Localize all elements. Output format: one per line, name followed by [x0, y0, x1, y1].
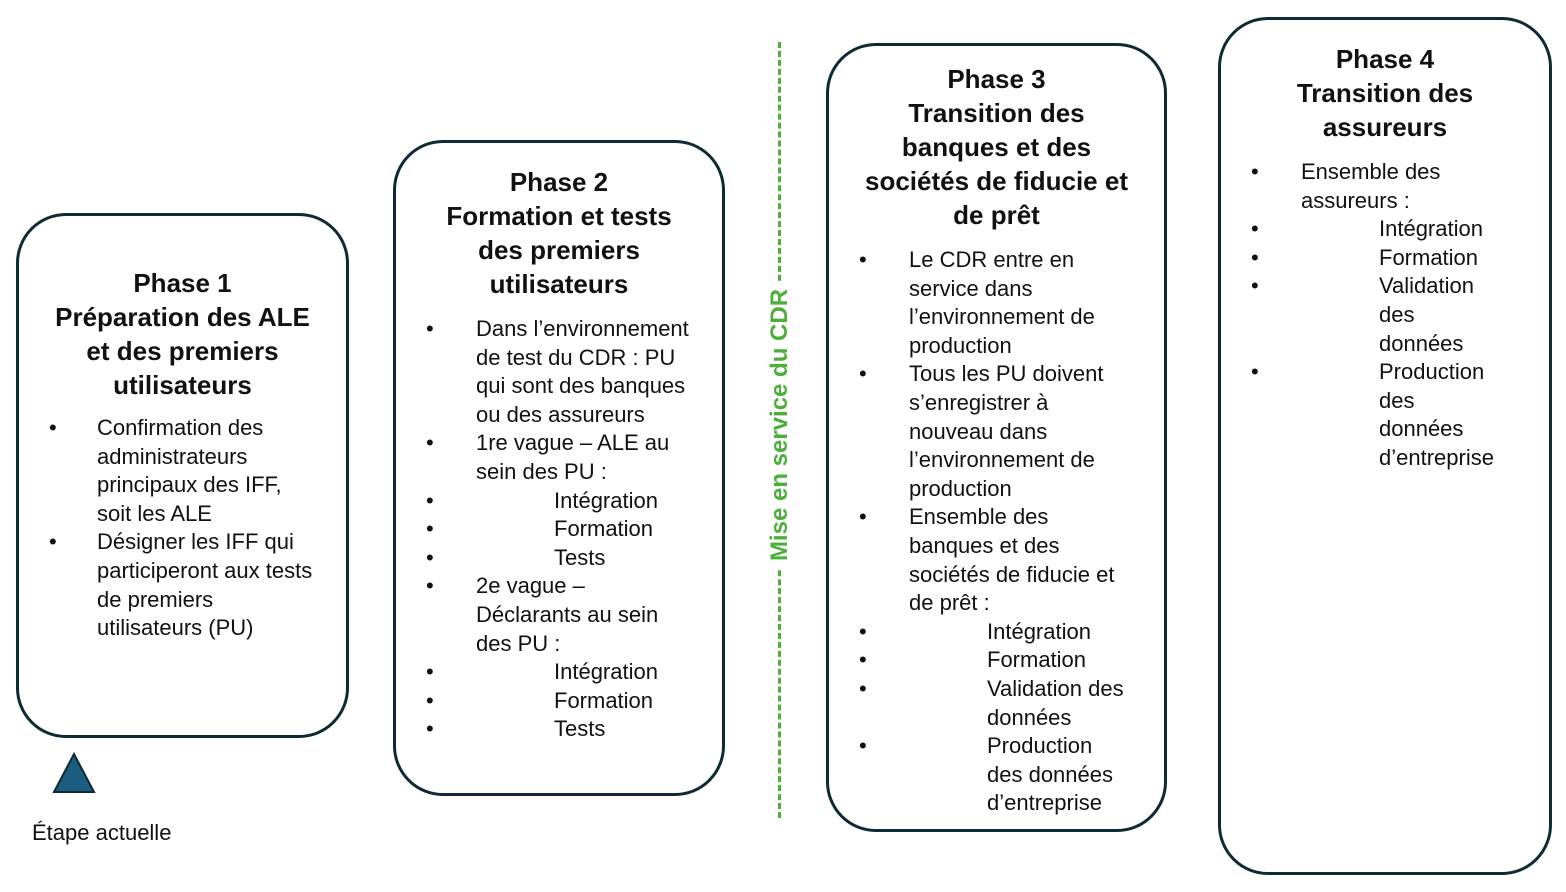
sub-list-item: Validation des données — [829, 675, 1138, 732]
list-item-text: 1re vague – ALE au sein des PU : — [476, 430, 670, 484]
phase-2-title-line: Phase 2 — [509, 167, 609, 197]
phase-3-title: Phase 3 Transition des banques et des so… — [829, 62, 1164, 232]
list-item: Le CDR entre en service dans l’environne… — [829, 246, 1138, 360]
phase-4-list: Ensemble des assureurs : Intégration For… — [1221, 158, 1549, 473]
sub-list-item: Production des données d’entreprise — [1221, 358, 1529, 472]
phase-1-title-line: et des premiers — [86, 336, 279, 366]
sub-list-item: Intégration — [396, 658, 692, 687]
sub-list-item: Intégration — [829, 618, 1138, 647]
list-item: Dans l’environnement de test du CDR : PU… — [396, 315, 692, 429]
phase-2-title-line: utilisateurs — [489, 269, 629, 299]
phase-4-title-line: assureurs — [1322, 112, 1448, 142]
phase-2-title: Phase 2 Formation et tests des premiers … — [396, 165, 722, 301]
list-item: Désigner les IFF qui participeront aux t… — [19, 528, 316, 642]
phase-2-list: Dans l’environnement de test du CDR : PU… — [396, 315, 722, 744]
triangle-marker-icon — [52, 752, 96, 793]
sub-list-item: Intégration — [1221, 215, 1529, 244]
list-item: Ensemble des assureurs : Intégration For… — [1221, 158, 1494, 473]
sub-list-item: Tests — [396, 544, 692, 573]
sub-list: Intégration Formation Tests — [396, 658, 692, 744]
phase-1-list: Confirmation des administrateurs princip… — [19, 414, 346, 643]
phase-1-title: Phase 1 Préparation des ALE et des premi… — [19, 266, 346, 402]
phase-2-title-line: des premiers — [478, 235, 640, 265]
phase-3-title-line: de prêt — [953, 200, 1040, 230]
sub-list: Intégration Formation Validation des don… — [829, 618, 1138, 818]
list-item-text: Ensemble des assureurs : — [1301, 159, 1441, 213]
sub-list-item: Tests — [396, 715, 692, 744]
phase-1-title-line: Phase 1 — [133, 268, 232, 298]
list-item: Tous les PU doivent s’enregistrer à nouv… — [829, 360, 1138, 503]
phase-4-title-line: Phase 4 — [1335, 44, 1435, 74]
list-item-text: Ensemble des banques et des sociétés de … — [909, 504, 1115, 616]
phase-4-title-line: Transition des — [1296, 78, 1474, 108]
phase-1-title-line: utilisateurs — [113, 370, 252, 400]
phase-3-box: Phase 3 Transition des banques et des so… — [826, 43, 1167, 832]
sub-list-item: Formation — [396, 687, 692, 716]
list-item: 2e vague – Déclarants au sein des PU : I… — [396, 572, 692, 744]
sub-list-item: Formation — [396, 515, 692, 544]
sub-list-item: Formation — [1221, 244, 1529, 273]
phase-3-title-line: Phase 3 — [947, 64, 1046, 94]
phase-3-title-line: sociétés de fiducie et — [865, 166, 1128, 196]
phase-3-list: Le CDR entre en service dans l’environne… — [829, 246, 1164, 818]
phase-3-title-line: Transition des — [908, 98, 1085, 128]
list-item: Ensemble des banques et des sociétés de … — [829, 503, 1138, 818]
phase-2-title-line: Formation et tests — [446, 201, 672, 231]
sub-list-item: Production des données d’entreprise — [829, 732, 1138, 818]
sub-list: Intégration Formation Validation des don… — [1221, 215, 1529, 472]
service-start-label: Mise en service du CDR — [766, 280, 794, 570]
phase-1-box: Phase 1 Préparation des ALE et des premi… — [16, 213, 349, 738]
list-item-text: 2e vague – Déclarants au sein des PU : — [476, 573, 659, 656]
sub-list-item: Intégration — [396, 487, 692, 516]
sub-list: Intégration Formation Tests — [396, 487, 692, 573]
sub-list-item: Formation — [829, 646, 1138, 675]
phase-1-title-line: Préparation des ALE — [55, 302, 310, 332]
list-item: 1re vague – ALE au sein des PU : Intégra… — [396, 429, 692, 572]
list-item: Confirmation des administrateurs princip… — [19, 414, 316, 528]
current-step-label: Étape actuelle — [32, 820, 172, 845]
sub-list-item: Validation des données — [1221, 272, 1529, 358]
phase-3-title-line: banques et des — [901, 132, 1092, 162]
phase-2-box: Phase 2 Formation et tests des premiers … — [393, 140, 725, 796]
phase-4-box: Phase 4 Transition des assureurs Ensembl… — [1218, 17, 1552, 875]
phase-4-title: Phase 4 Transition des assureurs — [1221, 42, 1549, 144]
